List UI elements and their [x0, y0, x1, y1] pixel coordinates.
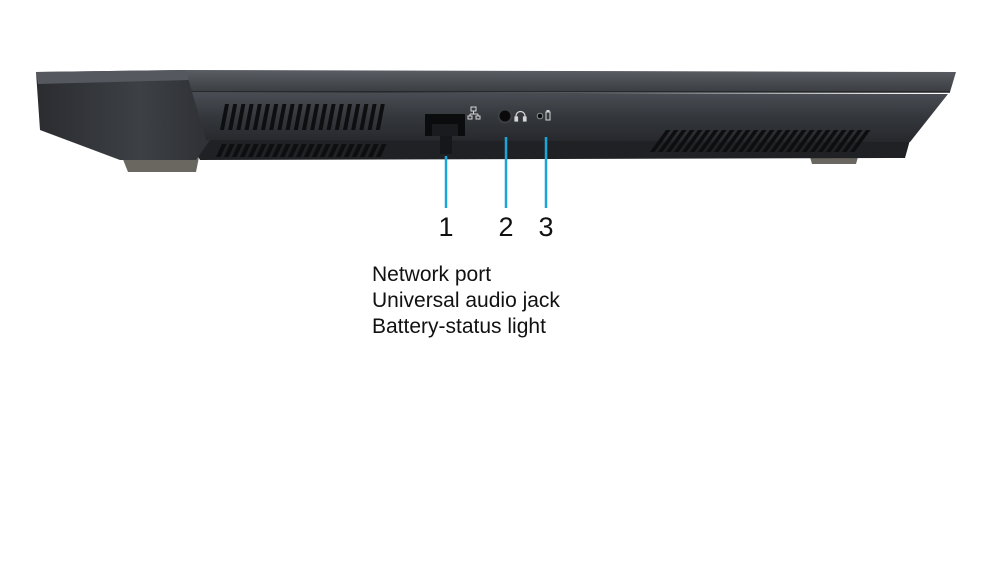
left-vents-lower: [216, 144, 387, 157]
audio-jack: [497, 108, 513, 124]
vent-slat: [706, 130, 727, 152]
vent-slat: [842, 130, 863, 152]
vent-slat: [367, 104, 377, 130]
vent-slat: [248, 144, 259, 157]
callout-number-3: 3: [538, 212, 554, 242]
vent-slat: [269, 104, 279, 130]
vent-slat: [658, 130, 679, 152]
vent-slat: [666, 130, 687, 152]
vent-slat: [285, 104, 295, 130]
vent-slat: [730, 130, 751, 152]
legend-item-universal-audio-jack: Universal audio jack: [372, 289, 560, 312]
vent-slat: [252, 104, 262, 130]
vent-slat: [738, 130, 759, 152]
vent-slat: [224, 144, 235, 157]
vent-slat: [302, 104, 311, 130]
vent-slat: [376, 144, 387, 157]
vent-slat: [280, 144, 291, 157]
vent-slat: [650, 130, 671, 152]
network-icon: [467, 106, 481, 120]
right-vents: [650, 130, 871, 152]
hinge-block: [36, 70, 210, 160]
headset-icon: [514, 110, 527, 122]
vent-slat: [375, 104, 385, 130]
vent-slat: [698, 130, 719, 152]
vent-slat: [802, 130, 823, 152]
callout-legend: Network port Universal audio jack Batter…: [372, 262, 560, 340]
vent-slat: [232, 144, 243, 157]
leader-lines: [444, 137, 548, 208]
vent-slat: [334, 104, 344, 130]
vent-slat: [794, 130, 815, 152]
vent-slat: [272, 144, 283, 157]
vent-slat: [343, 104, 352, 130]
vent-slat: [336, 144, 347, 157]
vent-slat: [320, 144, 331, 157]
vent-slat: [682, 130, 703, 152]
vent-slat: [770, 130, 791, 152]
vent-slat: [328, 144, 339, 157]
vent-slat: [714, 130, 735, 152]
vent-slat: [277, 104, 287, 130]
vent-slat: [360, 144, 371, 157]
vent-slat: [826, 130, 847, 152]
legend-item-battery-status-light: Battery-status light: [372, 315, 546, 338]
vent-slat: [310, 104, 320, 130]
vent-slat: [264, 144, 275, 157]
callout-number-2: 2: [498, 212, 514, 242]
vent-slat: [318, 104, 328, 130]
callout-number-1: 1: [438, 212, 454, 242]
vent-slat: [754, 130, 775, 152]
vent-slat: [312, 144, 323, 157]
lid: [186, 70, 956, 92]
left-vents-upper: [220, 104, 385, 130]
vent-slat: [850, 130, 871, 152]
vent-slat: [746, 130, 767, 152]
vent-slat: [256, 144, 267, 157]
vent-slat: [220, 104, 229, 130]
vent-slat: [351, 104, 361, 130]
vent-slat: [359, 104, 369, 130]
vent-slat: [240, 144, 251, 157]
vent-slat: [810, 130, 831, 152]
vent-slat: [368, 144, 379, 157]
vent-slat: [834, 130, 855, 152]
vent-slat: [786, 130, 807, 152]
vent-slat: [818, 130, 839, 152]
vent-slat: [762, 130, 783, 152]
vent-slat: [288, 144, 299, 157]
vent-slat: [216, 144, 227, 157]
vent-slat: [690, 130, 711, 152]
battery-icon: [545, 110, 551, 121]
battery-status-light: [536, 112, 544, 120]
legend-item-network-port: Network port: [372, 263, 492, 286]
vent-slat: [326, 104, 336, 130]
vent-slat: [674, 130, 695, 152]
vent-slat: [304, 144, 315, 157]
vent-slat: [296, 144, 307, 157]
network-port: [425, 114, 465, 154]
vent-slat: [722, 130, 743, 152]
vent-slat: [352, 144, 363, 157]
vent-slat: [228, 104, 238, 130]
vent-slat: [244, 104, 254, 130]
vent-slat: [293, 104, 303, 130]
vent-slat: [261, 104, 270, 130]
vent-slat: [344, 144, 355, 157]
vent-slat: [236, 104, 246, 130]
vent-slat: [778, 130, 799, 152]
